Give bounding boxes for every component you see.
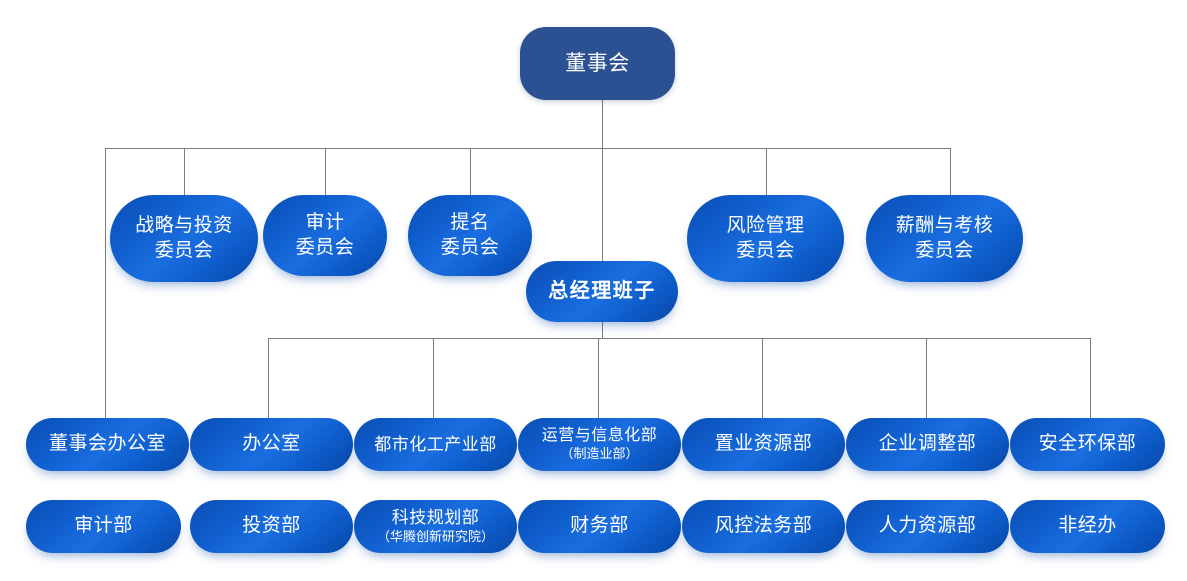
node-dept-audit[interactable]: 审计部 <box>26 500 181 553</box>
node-dept-office[interactable]: 办公室 <box>190 418 353 471</box>
node-dept-human-resources[interactable]: 人力资源部 <box>846 500 1009 553</box>
node-label-line2: 委员会 <box>295 236 355 258</box>
node-label-line1: 提名 <box>450 212 490 234</box>
node-dept-enterprise-restructuring[interactable]: 企业调整部 <box>846 418 1009 471</box>
connector-department-bus <box>268 338 1091 339</box>
node-committee-nomination[interactable]: 提名 委员会 <box>408 195 532 276</box>
node-label-line2: （制造业部） <box>560 446 639 462</box>
node-label-line1: 企业调整部 <box>878 433 977 455</box>
node-label-line1: 安全环保部 <box>1038 433 1137 455</box>
node-dept-finance[interactable]: 财务部 <box>518 500 681 553</box>
node-label-line2: 委员会 <box>736 239 795 261</box>
connector-committee-2 <box>325 148 326 195</box>
node-label-line2: 委员会 <box>915 239 974 261</box>
node-label-line1: 董事会办公室 <box>48 433 166 455</box>
node-committee-strategy-investment[interactable]: 战略与投资 委员会 <box>110 195 258 282</box>
node-label-line2: 委员会 <box>154 239 214 261</box>
connector-committee-1 <box>184 148 185 195</box>
connector-root-to-gm <box>602 148 603 261</box>
connector-board-office-spine <box>105 148 106 418</box>
connector-committee-5 <box>950 148 951 195</box>
node-dept-non-operating-office[interactable]: 非经办 <box>1010 500 1165 553</box>
node-label: 董事会 <box>565 51 630 76</box>
node-dept-operations-informatization[interactable]: 运营与信息化部 （制造业部） <box>518 418 681 471</box>
connector-department-4 <box>762 338 763 418</box>
node-label-line1: 审计部 <box>74 515 133 537</box>
connector-gm-down <box>602 322 603 338</box>
node-committee-audit[interactable]: 审计 委员会 <box>263 195 387 276</box>
node-committee-risk-management[interactable]: 风险管理 委员会 <box>687 195 844 282</box>
node-label-line1: 科技规划部 <box>391 508 480 528</box>
node-label-line1: 都市化工产业部 <box>374 434 497 454</box>
node-dept-safety-environmental-protection[interactable]: 安全环保部 <box>1010 418 1165 471</box>
node-label-line1: 办公室 <box>242 433 301 455</box>
node-label-line1: 投资部 <box>242 515 301 537</box>
node-label-line2: （华腾创新研究院） <box>376 529 494 545</box>
connector-department-5 <box>926 338 927 418</box>
node-label: 总经理班子 <box>548 279 656 302</box>
node-label-line1: 运营与信息化部 <box>541 426 658 444</box>
node-label-line1: 审计 <box>305 212 345 234</box>
connector-department-2 <box>433 338 434 418</box>
node-dept-property-resources[interactable]: 置业资源部 <box>682 418 845 471</box>
node-label-line1: 人力资源部 <box>878 515 977 537</box>
node-label-line1: 置业资源部 <box>714 433 813 455</box>
node-committee-compensation-assessment[interactable]: 薪酬与考核 委员会 <box>866 195 1023 282</box>
node-board-of-directors[interactable]: 董事会 <box>520 27 675 100</box>
node-label-line1: 战略与投资 <box>135 215 233 237</box>
connector-committee-3 <box>470 148 471 195</box>
node-dept-board-office[interactable]: 董事会办公室 <box>26 418 189 471</box>
connector-department-6 <box>1090 338 1091 418</box>
connector-department-1 <box>268 338 269 418</box>
node-label-line1: 财务部 <box>570 515 629 537</box>
connector-department-3 <box>598 338 599 418</box>
node-dept-investment[interactable]: 投资部 <box>190 500 353 553</box>
node-label-line1: 薪酬与考核 <box>895 215 994 237</box>
node-label-line2: 委员会 <box>440 236 500 258</box>
node-label-line1: 风控法务部 <box>714 515 813 537</box>
node-dept-technology-planning[interactable]: 科技规划部 （华腾创新研究院） <box>354 500 517 553</box>
connector-root-down <box>602 100 603 149</box>
node-dept-risk-control-legal[interactable]: 风控法务部 <box>682 500 845 553</box>
node-label-line1: 风险管理 <box>726 215 805 237</box>
node-label-line1: 非经办 <box>1058 515 1117 537</box>
connector-committee-bus <box>105 148 951 149</box>
node-general-manager-team[interactable]: 总经理班子 <box>526 261 678 322</box>
connector-committee-4 <box>766 148 767 195</box>
node-dept-urban-chemical-industry[interactable]: 都市化工产业部 <box>354 418 517 471</box>
